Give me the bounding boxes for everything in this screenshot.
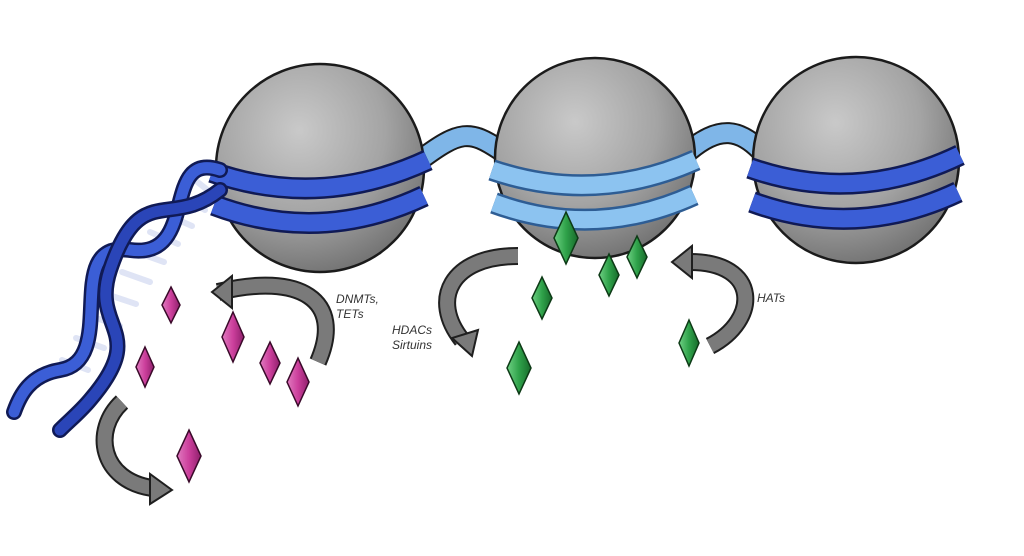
methyl-mark-icon [161,285,181,325]
hdac-label-line1: HDACs [392,323,433,337]
methyl-mark-icon [259,340,281,386]
methyl-mark-icon [286,356,310,408]
methyl-mark-icon [221,310,245,364]
hat-label-text: HATs [757,291,786,305]
nucleosome-2 [488,56,701,260]
acetyl-marks [506,210,700,396]
nucleosome-3 [746,55,965,265]
enzyme-arrows [95,243,755,506]
methyl-mark-icon [176,428,202,484]
hat-label: HATs [757,291,785,306]
acetyl-mark-icon [553,210,579,266]
dnmt-label-line2: TETs [336,307,364,321]
dna-double-helix [6,159,228,438]
dnmt-label-line1: DNMTs, [336,292,379,306]
acetyl-mark-icon [531,275,553,321]
acetyl-mark-icon [598,252,620,298]
hdac-label-line2: Sirtuins [392,338,433,352]
acetyl-mark-icon [678,318,700,368]
acetyl-mark-icon [626,234,648,280]
hdac-sirtuin-label: HDACs Sirtuins [392,323,432,353]
methyl-marks [135,285,310,484]
nucleosome-1 [208,62,433,274]
acetyl-mark-icon [506,340,532,396]
dnmt-tet-label: DNMTs, TETs [336,292,379,322]
methyl-mark-icon [135,345,155,389]
